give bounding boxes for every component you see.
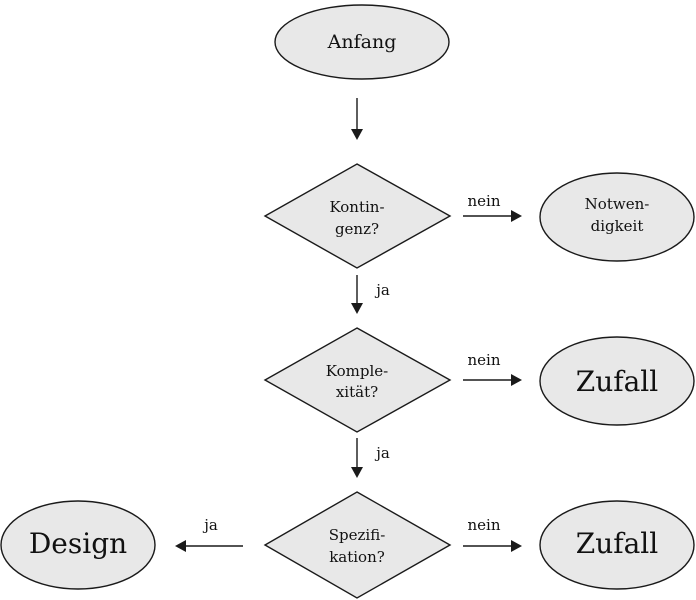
connector-q2-to-chance (463, 374, 522, 386)
edge-label-q1-yes: ja (374, 281, 390, 299)
outcome-design-label: Design (29, 527, 127, 560)
decision-complexity-label-1: Komple- (326, 362, 388, 380)
start-node: Anfang (274, 4, 450, 80)
outcome-necessity-label-2: digkeit (591, 217, 644, 235)
decision-complexity: Komple- xität? (263, 327, 452, 433)
edge-label-q2-no: nein (468, 351, 501, 369)
decision-contingency-label-2: genz? (335, 220, 379, 238)
outcome-design: Design (0, 500, 156, 590)
connector-q2-to-q3 (351, 438, 363, 478)
outcome-chance-2-label: Zufall (576, 527, 659, 560)
outcome-chance-1: Zufall (539, 336, 695, 426)
decision-contingency-label-1: Kontin- (329, 198, 384, 216)
outcome-chance-2: Zufall (539, 500, 695, 590)
decision-complexity-label-2: xität? (336, 383, 378, 401)
edge-label-q1-no: nein (468, 192, 501, 210)
edge-label-q3-yes: ja (202, 516, 218, 534)
outcome-chance-1-label: Zufall (576, 365, 659, 398)
connector-q1-to-q2 (351, 275, 363, 314)
edge-label-q2-yes: ja (374, 444, 390, 462)
decision-specification-label-2: kation? (329, 548, 385, 566)
connector-q3-to-design (175, 540, 243, 552)
connector-q3-to-chance (463, 540, 522, 552)
edge-label-q3-no: nein (468, 516, 501, 534)
decision-specification-label-1: Spezifi- (329, 526, 386, 544)
start-node-label: Anfang (327, 31, 397, 53)
decision-contingency: Kontin- genz? (263, 163, 452, 269)
outcome-necessity-label-1: Notwen- (585, 195, 650, 213)
outcome-necessity: Notwen- digkeit (539, 172, 695, 262)
connector-q1-to-necessity (463, 210, 522, 222)
connector-start-to-q1 (351, 98, 363, 140)
decision-specification: Spezifi- kation? (263, 491, 452, 599)
